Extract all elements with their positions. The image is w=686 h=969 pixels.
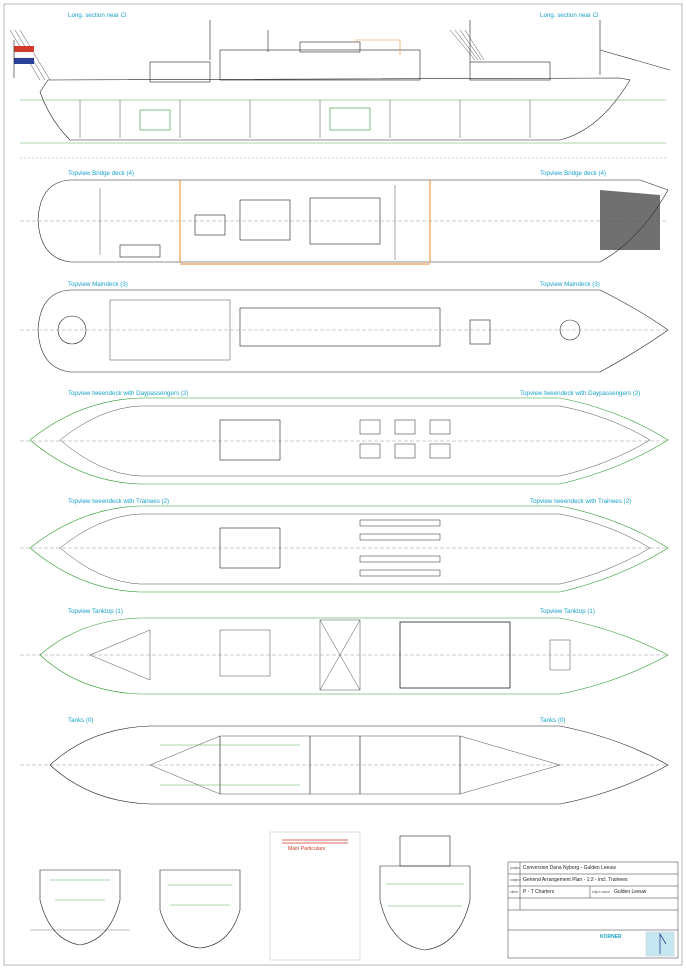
tanktop-view [39, 617, 669, 695]
north-arrow-icon [659, 932, 667, 954]
label-tween-day-left: Topview tweendeck with Daypassengers (2) [68, 390, 189, 397]
tb-project: Conversion Dana Nyborg - Gulden Leeuw [523, 865, 616, 871]
tb-client: P - T Charters [523, 889, 555, 895]
tb-ship: Gulden Leeuw [614, 889, 647, 895]
label-tween-trainee-right: Topview tweendeck with Trainees (2) [530, 498, 632, 505]
label-maindeck-left: Topview Maindeck (3) [68, 281, 128, 288]
cross-section-3 [379, 835, 471, 951]
label-bridge-left: Topview Bridge deck (4) [68, 170, 135, 177]
particulars-heading: Main Particulars [288, 846, 326, 852]
long-section-view [9, 20, 671, 144]
tb-project-key: project [510, 866, 521, 870]
label-long-section-left: Long. section near Cl [68, 12, 127, 19]
sheet-border [3, 3, 683, 966]
netherlands-flag-icon [13, 40, 35, 78]
tb-client-key: client [510, 890, 518, 894]
tweendeck-trainees-view [29, 505, 669, 593]
cross-section-2 [159, 869, 241, 949]
label-tween-day-right: Topview tweendeck with Daypassengers (2) [520, 390, 641, 397]
cross-section-1 [30, 869, 130, 946]
main-particulars-panel [269, 831, 361, 961]
tweendeck-daypassengers-view [29, 397, 669, 485]
label-tanks-left: Tanks (0) [68, 717, 94, 724]
label-maindeck-right: Topview Maindeck (3) [540, 281, 600, 288]
label-long-section-right: Long. section near Cl [540, 12, 599, 19]
bridge-deck-view [37, 179, 669, 265]
tb-ship-key: ship's name [592, 890, 610, 894]
tb-company: KORNER [600, 934, 622, 940]
tb-subject: General Arrangement Plan - 1:2 - incl. T… [523, 877, 628, 883]
label-bridge-right: Topview Bridge deck (4) [540, 170, 607, 177]
tb-subject-key: subject [510, 878, 521, 882]
label-tanktop-left: Topview Tanktop (1) [68, 608, 123, 615]
maindeck-view [37, 289, 669, 373]
label-tween-trainee-left: Topview tweendeck with Trainees (2) [68, 498, 170, 505]
label-tanks-right: Tanks (0) [540, 717, 566, 724]
label-tanktop-right: Topview Tanktop (1) [540, 608, 595, 615]
